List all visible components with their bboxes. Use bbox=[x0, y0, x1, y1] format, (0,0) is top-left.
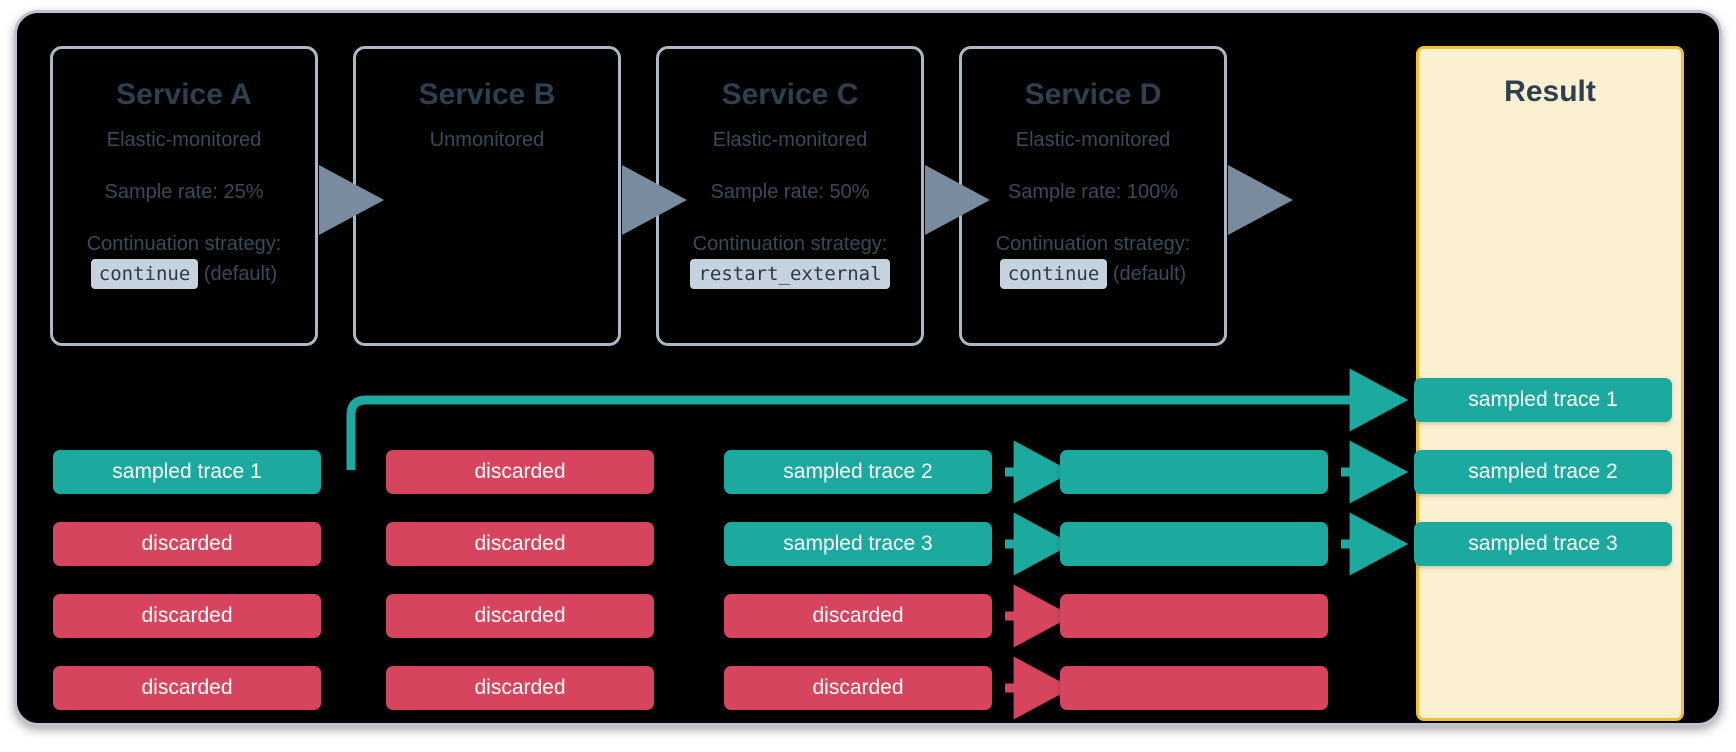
service-c-monitoring: Elastic-monitored bbox=[712, 129, 868, 151]
service-d-strategy-label: Continuation strategy: bbox=[995, 233, 1191, 255]
service-a-strategy: Continuation strategy: continue (default… bbox=[53, 229, 315, 289]
service-a-monitoring: Elastic-monitored bbox=[106, 129, 262, 151]
service-card-c: Service C Elastic-monitored Sample rate:… bbox=[656, 46, 924, 346]
result-title: Result bbox=[1504, 75, 1596, 108]
trace-box-c-3: discarded bbox=[724, 594, 992, 638]
trace-box-b-1: discarded bbox=[386, 450, 654, 494]
service-a-title: Service A bbox=[116, 78, 252, 111]
trace-box-d-2 bbox=[1060, 522, 1328, 566]
trace-box-b-4: discarded bbox=[386, 666, 654, 710]
service-b-monitoring: Unmonitored bbox=[429, 129, 545, 151]
trace-box-d-3 bbox=[1060, 594, 1328, 638]
trace-box-c-2: sampled trace 3 bbox=[724, 522, 992, 566]
service-a-strategy-label: Continuation strategy: bbox=[86, 233, 282, 255]
service-d-monitoring: Elastic-monitored bbox=[1015, 129, 1171, 151]
trace-box-c-4: discarded bbox=[724, 666, 992, 710]
result-trace-box-2: sampled trace 2 bbox=[1414, 450, 1672, 494]
trace-box-d-4 bbox=[1060, 666, 1328, 710]
trace-box-b-3: discarded bbox=[386, 594, 654, 638]
service-card-d: Service D Elastic-monitored Sample rate:… bbox=[959, 46, 1227, 346]
service-c-strategy-value: restart_external bbox=[690, 259, 890, 289]
trace-box-c-1: sampled trace 2 bbox=[724, 450, 992, 494]
result-trace-box-3: sampled trace 3 bbox=[1414, 522, 1672, 566]
trace-box-d-1 bbox=[1060, 450, 1328, 494]
service-d-strategy: Continuation strategy: continue (default… bbox=[962, 229, 1224, 289]
service-card-a: Service A Elastic-monitored Sample rate:… bbox=[50, 46, 318, 346]
service-d-strategy-value: continue bbox=[999, 259, 1108, 289]
service-a-strategy-note: (default) bbox=[203, 263, 278, 285]
service-a-sample-rate: Sample rate: 25% bbox=[104, 181, 264, 203]
service-b-title: Service B bbox=[418, 78, 556, 111]
service-c-strategy-label: Continuation strategy: bbox=[692, 233, 888, 255]
trace-box-a-4: discarded bbox=[53, 666, 321, 710]
service-c-title: Service C bbox=[721, 78, 859, 111]
trace-box-a-3: discarded bbox=[53, 594, 321, 638]
service-c-sample-rate: Sample rate: 50% bbox=[710, 181, 870, 203]
trace-box-b-2: discarded bbox=[386, 522, 654, 566]
trace-box-a-1: sampled trace 1 bbox=[53, 450, 321, 494]
service-card-b: Service B Unmonitored bbox=[353, 46, 621, 346]
service-c-strategy: Continuation strategy: restart_external bbox=[659, 229, 921, 289]
service-d-sample-rate: Sample rate: 100% bbox=[1007, 181, 1179, 203]
result-trace-box-1: sampled trace 1 bbox=[1414, 378, 1672, 422]
service-d-title: Service D bbox=[1024, 78, 1162, 111]
service-a-strategy-value: continue bbox=[90, 259, 199, 289]
trace-box-a-2: discarded bbox=[53, 522, 321, 566]
service-d-strategy-note: (default) bbox=[1112, 263, 1187, 285]
